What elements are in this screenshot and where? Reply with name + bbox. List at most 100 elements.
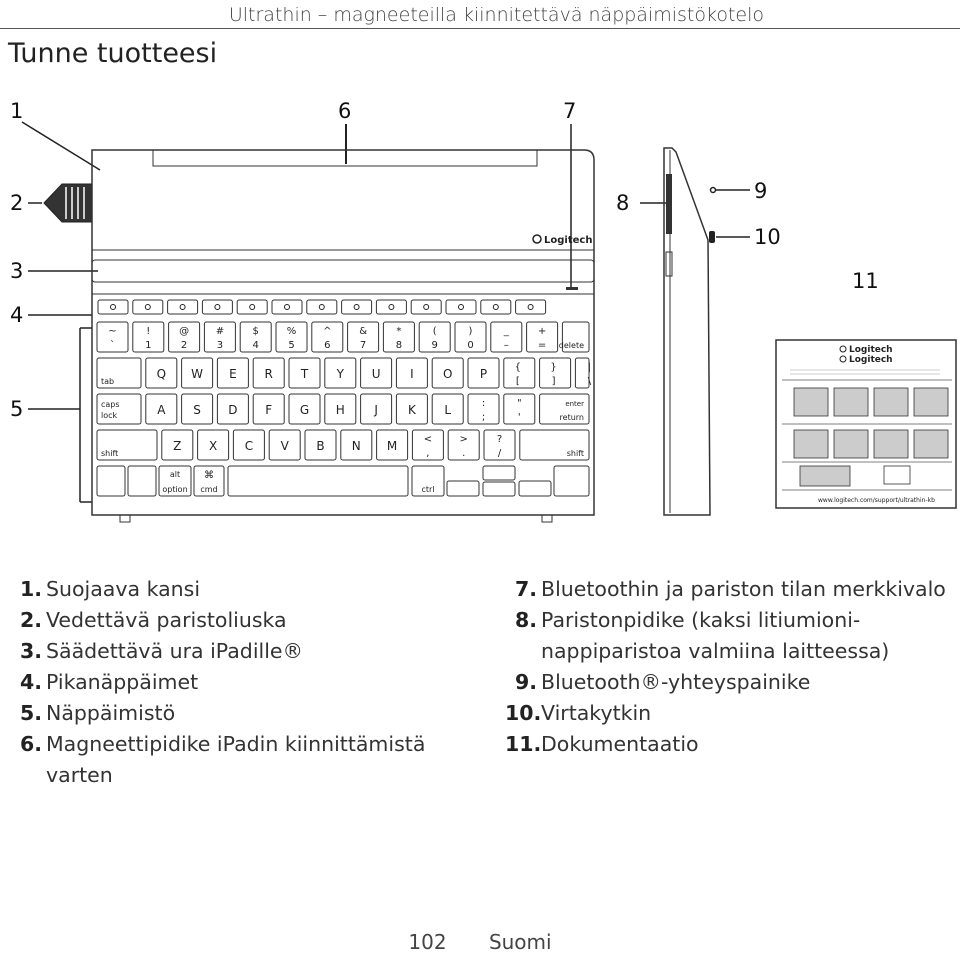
list-item-number: 6. <box>19 732 42 756</box>
key-label: shift <box>567 449 584 458</box>
option-key <box>158 465 192 497</box>
key <box>395 357 428 389</box>
callout-10: 10 <box>754 225 781 249</box>
key-label: 0 <box>467 340 473 351</box>
key <box>216 393 249 425</box>
globe-icon <box>249 304 256 310</box>
vol-up-icon <box>492 304 499 310</box>
function-key <box>515 299 547 315</box>
down-arrow-key <box>482 481 516 497</box>
key-label: shift <box>101 449 118 458</box>
list-item-text: Säädettävä ura iPadille® <box>46 639 304 663</box>
key-label: ` <box>110 339 115 351</box>
callout-4: 4 <box>10 303 23 327</box>
key <box>454 321 487 353</box>
key-label: { <box>515 362 521 373</box>
key-label: M <box>387 439 397 453</box>
key-label: " <box>517 398 522 409</box>
delete-key <box>561 321 590 353</box>
key-label: + <box>538 326 546 337</box>
key-label: } <box>550 362 556 373</box>
key-label: – <box>504 340 509 351</box>
list-item: 9.Bluetooth®-yhteyspainike <box>505 667 955 698</box>
key-label: D <box>228 403 237 417</box>
tab-key <box>96 357 142 389</box>
callout-5: 5 <box>10 397 23 421</box>
key-label: 6 <box>324 340 330 351</box>
function-key <box>201 299 233 315</box>
key <box>503 357 536 389</box>
spacer-key <box>553 465 590 497</box>
key-label: F <box>265 403 272 417</box>
list-item-text: Magneettipidike iPadin kiinnittämistä va… <box>46 732 426 787</box>
key <box>181 357 214 389</box>
key-label: X <box>209 439 217 453</box>
list-item-text: Vedettävä paristoliuska <box>46 608 287 632</box>
multitask-icon <box>144 304 151 310</box>
key-label: 8 <box>396 340 402 351</box>
list-item-text: Dokumentaatio <box>541 732 699 756</box>
function-key <box>167 299 199 315</box>
key <box>431 393 464 425</box>
brand-label: Logitech <box>544 235 592 246</box>
function-key <box>375 299 407 315</box>
callout-1: 1 <box>10 99 23 123</box>
key <box>382 321 415 353</box>
key-label: A <box>157 403 166 417</box>
key-label: % <box>287 326 297 337</box>
right-arrow-key <box>518 480 552 497</box>
function-key <box>271 299 303 315</box>
doc-brand-2: Logitech <box>849 355 893 365</box>
list-item-number: 2. <box>19 608 42 632</box>
key <box>275 321 308 353</box>
key <box>447 429 480 461</box>
callout-9: 9 <box>754 179 767 203</box>
key <box>340 429 373 461</box>
fn-key <box>96 465 126 497</box>
list-item: 3.Säädettävä ura iPadille® <box>10 636 480 667</box>
space-bar <box>227 465 409 497</box>
key-label: > <box>460 434 468 445</box>
key <box>347 321 380 353</box>
key-label: ' <box>518 412 521 423</box>
key-label: W <box>191 367 203 381</box>
key-label: return <box>560 413 584 422</box>
key-label: 9 <box>432 340 438 351</box>
cmd-key <box>193 465 225 497</box>
key-label: | <box>588 362 591 373</box>
key <box>431 357 464 389</box>
key-label: = <box>538 340 546 351</box>
key <box>503 393 536 425</box>
key <box>490 321 523 353</box>
key <box>574 357 590 389</box>
list-item-number: 3. <box>19 639 42 663</box>
parts-list-right: 7.Bluetoothin ja pariston tilan merkkiva… <box>505 574 955 760</box>
key <box>203 321 236 353</box>
keyboard-side-view <box>663 147 717 516</box>
key <box>232 429 265 461</box>
key <box>252 357 285 389</box>
keyboard-icon <box>284 304 290 310</box>
doc-brand-1: Logitech <box>849 345 893 355</box>
key <box>311 321 344 353</box>
function-key <box>445 299 477 315</box>
key-label: V <box>281 439 290 453</box>
key-label: 5 <box>288 340 294 351</box>
key-label: ⌘ <box>204 470 214 481</box>
key <box>288 357 321 389</box>
key <box>145 357 178 389</box>
key-label: H <box>336 403 345 417</box>
key <box>304 429 337 461</box>
key-label: O <box>443 367 452 381</box>
key-label: B <box>316 439 324 453</box>
key-label: ? <box>497 434 502 445</box>
key-label: U <box>372 367 381 381</box>
function-key <box>341 299 373 315</box>
product-illustration: 1 6 7 2 3 4 5 8 9 10 11 Logitech <box>10 99 957 523</box>
key-label: T <box>300 367 309 381</box>
list-item-text: Näppäimistö <box>46 701 176 725</box>
key <box>96 321 129 353</box>
key-label: ( <box>433 326 437 337</box>
list-item-number: 4. <box>19 670 42 694</box>
key-label: ; <box>482 412 485 423</box>
